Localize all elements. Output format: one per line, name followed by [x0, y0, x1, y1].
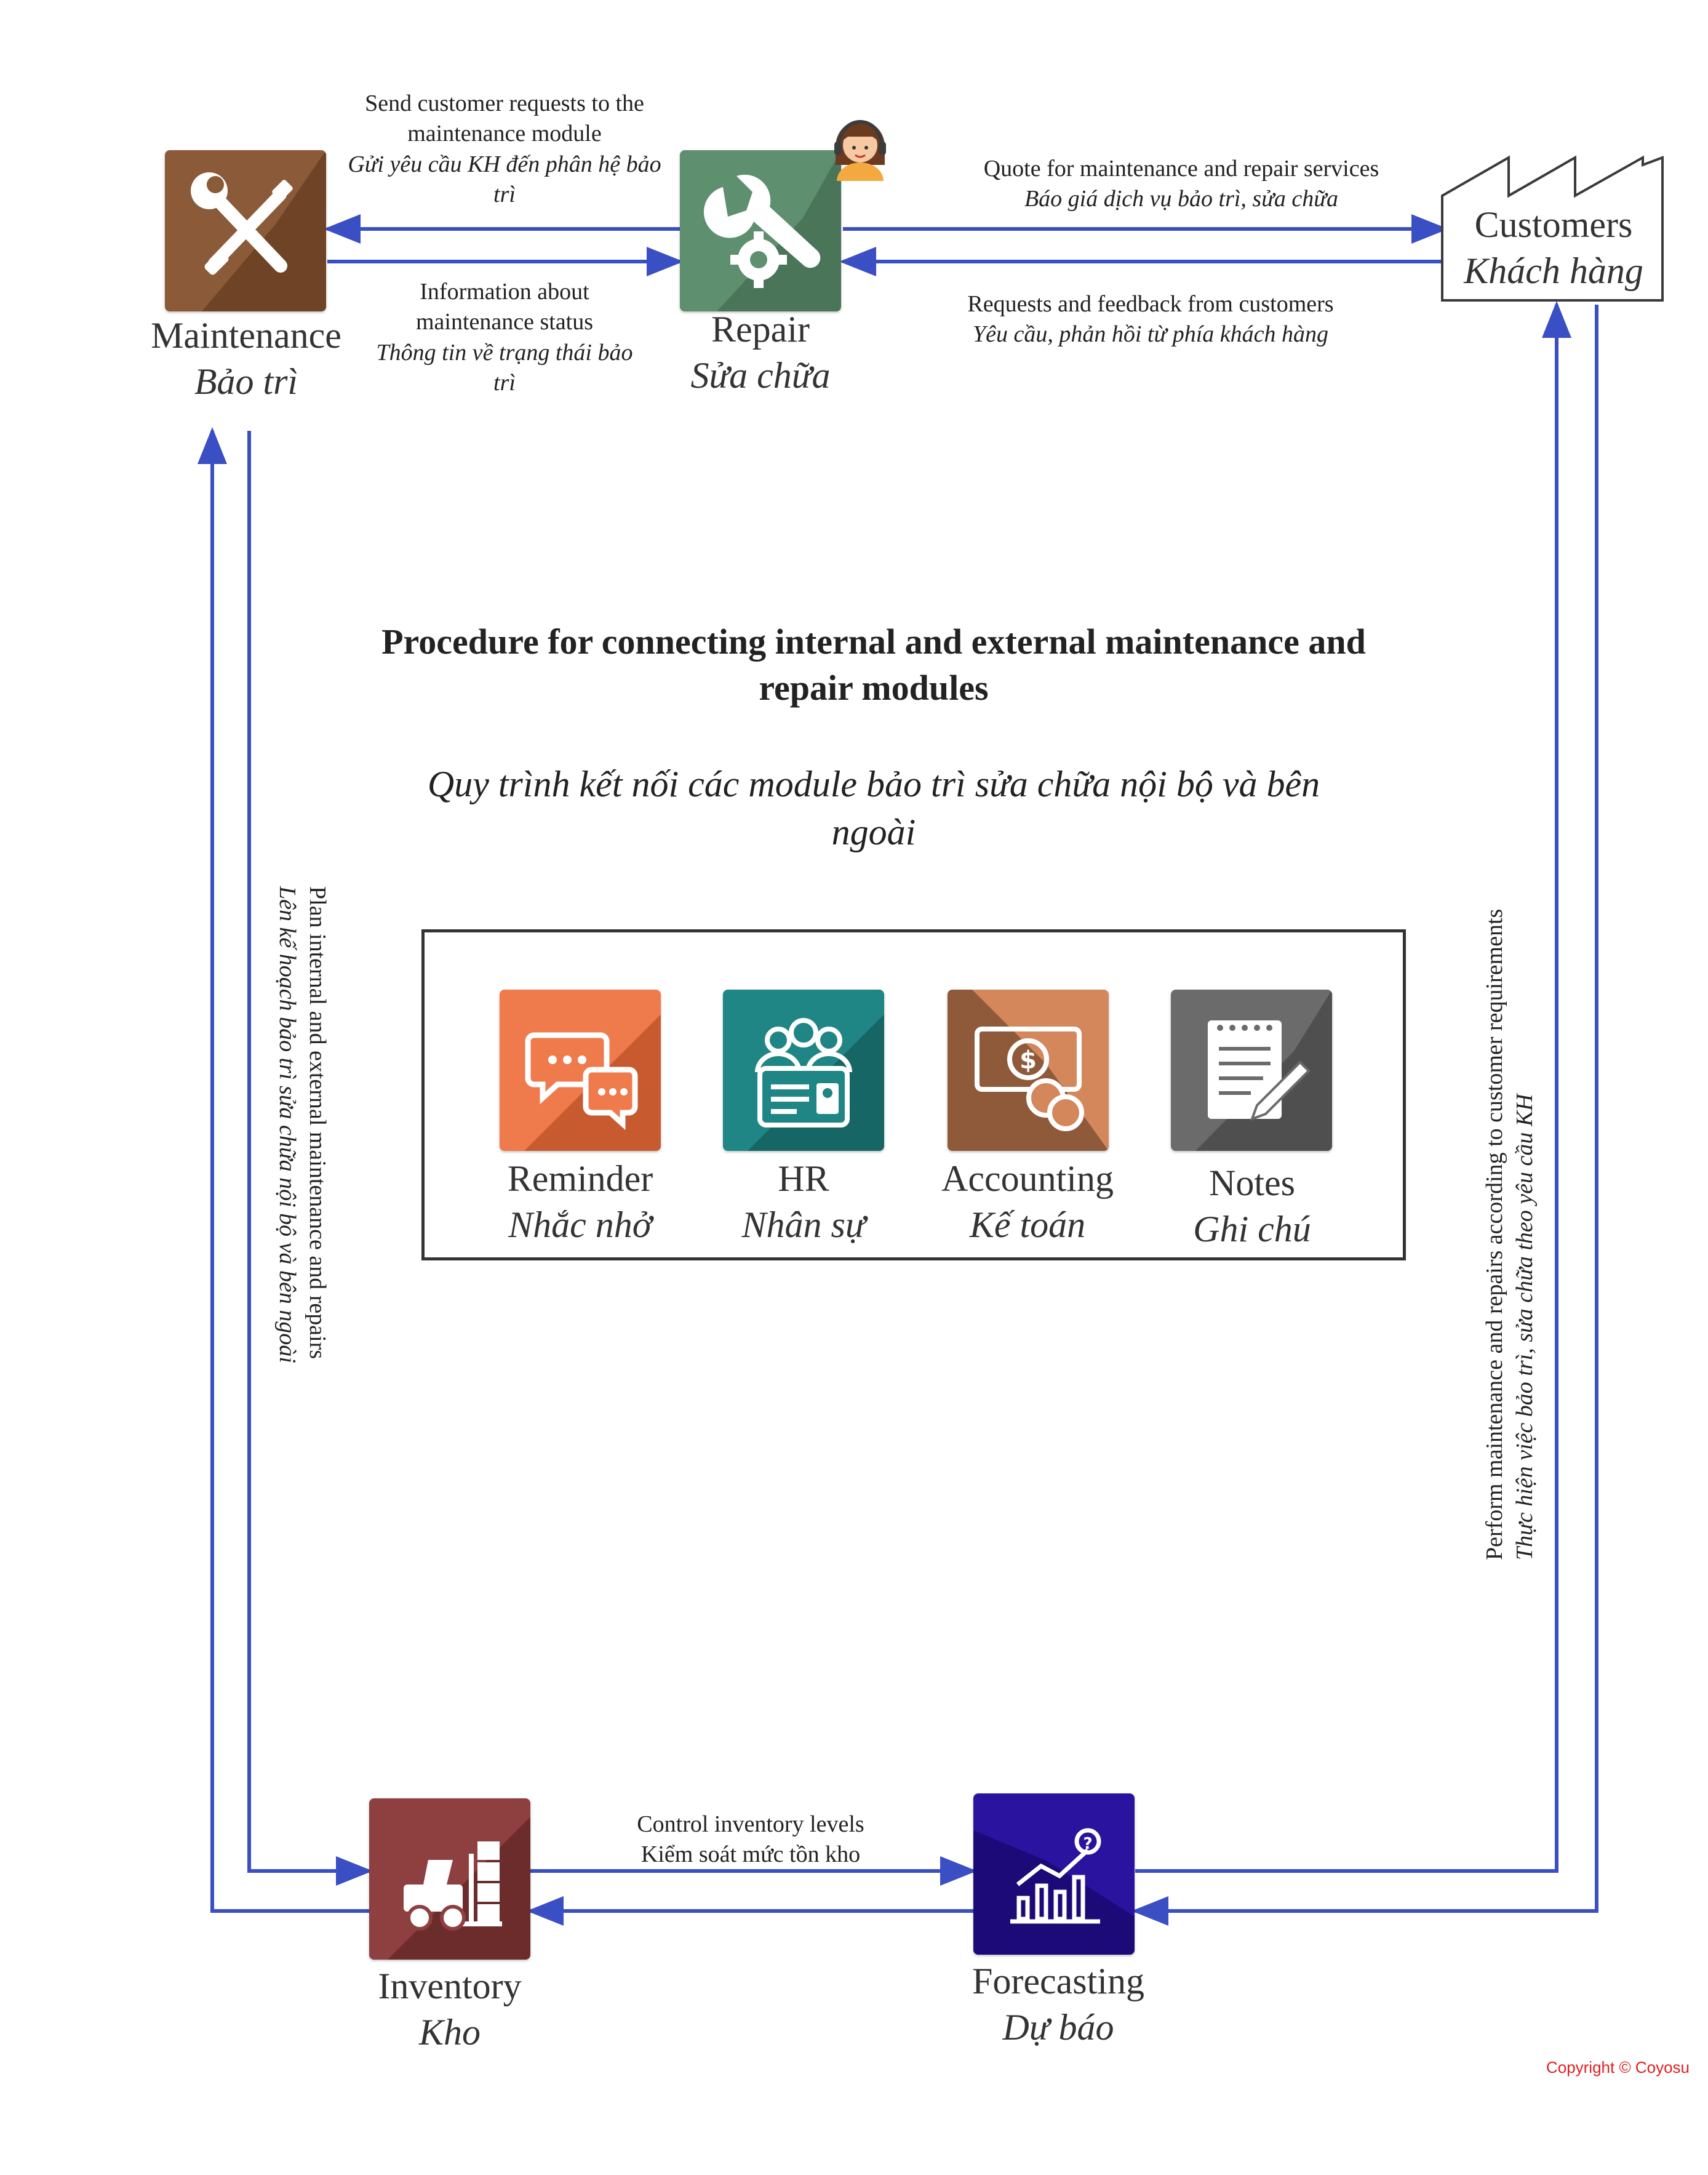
- inventory-label-en: Inventory: [378, 1966, 522, 2006]
- svg-text:?: ?: [1083, 1835, 1092, 1853]
- repair-label-en: Repair: [711, 309, 810, 350]
- forklift-icon: [388, 1817, 530, 1960]
- support-agent-icon: [834, 120, 886, 181]
- forecasting-tile[interactable]: ?: [973, 1793, 1135, 1955]
- edge-text-vi: Yêu cầu, phản hồi từ phía khách hàng: [973, 321, 1328, 348]
- edge-label-forecasting-customers: Perform maintenance and repairs accordin…: [1480, 909, 1541, 1560]
- forecasting-label: Forecasting Dự báo: [935, 1958, 1181, 2051]
- notes-label-en: Notes: [1209, 1163, 1295, 1203]
- repair-label-vi: Sửa chữa: [690, 355, 831, 396]
- edge-text-vi: Lên kế hoạch bảo trì sửa chữa nội bộ và …: [274, 886, 300, 1363]
- trend-chart-icon: ?: [973, 1828, 1135, 1955]
- inventory-label-vi: Kho: [418, 2012, 481, 2053]
- repair-tile[interactable]: [680, 150, 841, 311]
- diagram-subtitle: Quy trình kết nối các module bảo trì sửa…: [427, 764, 1320, 852]
- factory-outline-icon: [1441, 155, 1664, 302]
- edge-text-en: Plan internal and external maintenance a…: [305, 886, 330, 1360]
- arrow-forecasting-to-customers: [1135, 301, 1571, 1873]
- reminder-label-vi: Nhắc nhở: [508, 1204, 652, 1245]
- forecasting-label-en: Forecasting: [972, 1961, 1144, 2001]
- maintenance-tile[interactable]: [165, 150, 326, 311]
- edge-text-en: Quote for maintenance and repair service…: [983, 156, 1379, 182]
- edge-label-repair-to-customers: Quote for maintenance and repair service…: [935, 154, 1427, 215]
- customers-label-vi: Khách hàng: [1464, 250, 1643, 291]
- reminder-tile[interactable]: [500, 990, 661, 1151]
- money-coins-icon: $: [948, 990, 1109, 1151]
- edge-label-maintenance-to-repair: Information about maintenance status Thô…: [363, 277, 646, 399]
- reminder-label: Reminder Nhắc nhở: [468, 1156, 693, 1248]
- edge-text-vi: Kiểm soát mức tồn kho: [640, 1841, 861, 1868]
- edge-text-en: Control inventory levels: [637, 1811, 864, 1837]
- hr-label-vi: Nhân sự: [741, 1204, 866, 1245]
- repair-label: Repair Sửa chữa: [615, 306, 906, 399]
- arrow-customers-to-forecasting: [1131, 305, 1598, 1926]
- accounting-tile[interactable]: $: [948, 990, 1109, 1151]
- inventory-label: Inventory Kho: [330, 1963, 570, 2056]
- inventory-tile[interactable]: [369, 1798, 530, 1960]
- maintenance-label: Maintenance Bảo trì: [98, 313, 394, 405]
- wrench-gear-icon: [703, 150, 841, 311]
- edge-text-vi: Thực hiện việc bảo trì, sửa chữa theo yê…: [1512, 1094, 1538, 1560]
- edge-text-en: Perform maintenance and repairs accordin…: [1482, 908, 1507, 1560]
- module-group-box: [421, 929, 1406, 1260]
- arrow-inventory-to-maintenance: [198, 427, 369, 1913]
- diagram-title: Procedure for connecting internal and ex…: [381, 622, 1366, 708]
- accounting-label-vi: Kế toán: [969, 1204, 1086, 1245]
- edge-label-repair-to-maintenance: Send customer requests to the maintenanc…: [345, 89, 664, 210]
- customers-label: Customers Khách hàng: [1440, 202, 1667, 294]
- chat-bubbles-icon: [524, 1014, 661, 1151]
- edge-text-en: Send customer requests to the maintenanc…: [365, 90, 644, 147]
- notes-label: Notes Ghi chú: [1151, 1160, 1354, 1252]
- maintenance-label-vi: Bảo trì: [194, 361, 298, 402]
- accounting-label: Accounting Kế toán: [923, 1156, 1132, 1248]
- notes-label-vi: Ghi chú: [1193, 1209, 1311, 1249]
- edge-text-vi: Báo giá dịch vụ bảo trì, sửa chữa: [1024, 186, 1339, 212]
- hr-tile[interactable]: [723, 990, 884, 1151]
- notes-tile[interactable]: [1171, 990, 1332, 1151]
- edge-label-maintenance-inventory: Plan internal and external maintenance a…: [271, 886, 332, 1363]
- edge-text-en: Requests and feedback from customers: [967, 291, 1334, 317]
- edge-text-vi: Gửi yêu cầu KH đến phân hệ bảo trì: [348, 151, 661, 208]
- edge-label-customers-to-repair: Requests and feedback from customers Yêu…: [911, 289, 1391, 350]
- hr-label-en: HR: [778, 1158, 829, 1199]
- maintenance-label-en: Maintenance: [151, 315, 341, 356]
- notepad-pen-icon: [1195, 990, 1332, 1151]
- forecasting-label-vi: Dự báo: [1002, 2007, 1114, 2048]
- edge-text-vi: Thông tin về trạng thái bảo trì: [376, 339, 633, 396]
- svg-text:$: $: [1020, 1046, 1037, 1075]
- copyright-text: Copyright © Coyosu: [1546, 2058, 1690, 2077]
- edge-label-inventory-forecasting: Control inventory levels Kiểm soát mức t…: [572, 1809, 929, 1870]
- arrow-maintenance-to-inventory: [247, 431, 373, 1886]
- edge-text-en: Information about maintenance status: [415, 279, 594, 335]
- tools-icon: [191, 150, 326, 311]
- customers-label-en: Customers: [1474, 204, 1633, 245]
- accounting-label-en: Accounting: [941, 1158, 1114, 1199]
- reminder-label-en: Reminder: [507, 1158, 653, 1199]
- team-id-card-icon: [748, 1014, 884, 1151]
- hr-label: HR Nhân sự: [701, 1156, 906, 1248]
